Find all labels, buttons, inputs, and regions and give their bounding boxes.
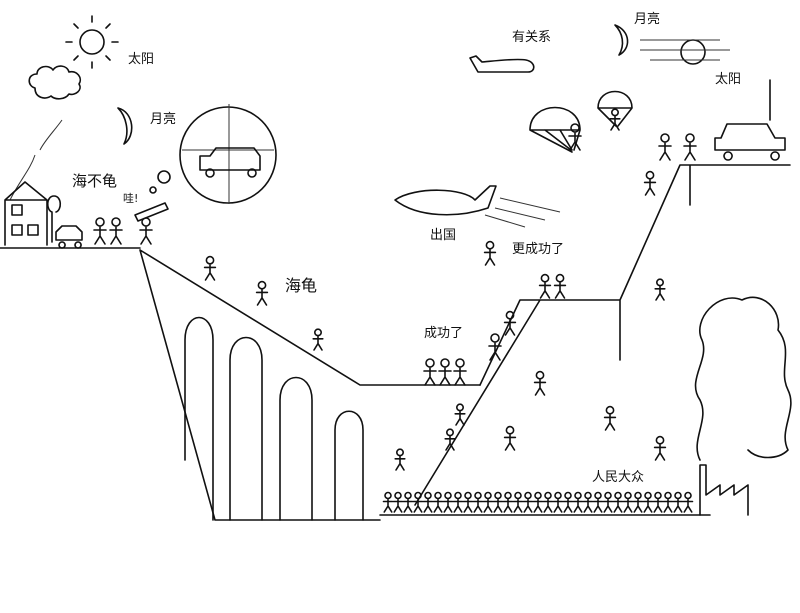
stick-figure <box>402 491 414 513</box>
stick-figure <box>512 491 524 513</box>
stick-figure <box>662 491 674 513</box>
stick-figure <box>453 358 467 386</box>
stick-figure <box>658 133 672 161</box>
stick-figure <box>602 491 614 513</box>
stick-figure <box>392 491 404 513</box>
label-wow: 哇! <box>123 192 139 205</box>
label-sun-right: 太阳 <box>715 72 742 87</box>
stick-figure <box>442 491 454 513</box>
label-sea-turtle: 海龟 <box>285 276 318 295</box>
stick-figure <box>582 491 594 513</box>
stick-figure <box>422 491 434 513</box>
moon-left-icon <box>117 107 133 145</box>
cloud-icon <box>28 65 82 100</box>
stick-figure <box>538 273 552 299</box>
stick-figure <box>533 370 547 396</box>
label-not-sea-turtle: 海不龟 <box>72 172 118 190</box>
smoke <box>9 119 63 201</box>
stick-figure <box>553 273 567 299</box>
stick-figure <box>592 491 604 513</box>
trees <box>694 296 792 461</box>
car-icon <box>714 79 786 161</box>
jet-icon <box>394 185 497 216</box>
moon-right-icon <box>614 24 629 56</box>
stick-figure <box>603 405 617 431</box>
stick-figure <box>109 217 123 245</box>
label-connections: 有关系 <box>512 30 552 45</box>
stick-figure <box>542 491 554 513</box>
house-icon <box>4 181 83 249</box>
stick-figure <box>672 491 684 513</box>
stick-figure <box>472 491 484 513</box>
stick-figure <box>432 491 444 513</box>
stick-figure <box>382 491 394 513</box>
stick-figure <box>643 170 657 196</box>
stick-figure <box>502 491 514 513</box>
stick-figure <box>683 133 697 161</box>
label-more-successful: 更成功了 <box>512 242 565 257</box>
stick-figure <box>488 333 502 361</box>
stick-figure <box>642 491 654 513</box>
stick-figure <box>312 328 324 351</box>
mountain <box>414 164 791 506</box>
stick-figure <box>653 435 667 461</box>
parachute-icon <box>529 90 633 153</box>
airplane-icon <box>469 55 535 73</box>
bridge-arches <box>184 316 364 521</box>
stick-figure <box>203 255 217 281</box>
stick-figure <box>612 491 624 513</box>
stick-figure <box>568 123 582 151</box>
stick-figure <box>622 491 634 513</box>
factory-icon <box>699 464 749 516</box>
stick-figure <box>654 278 666 301</box>
stick-figure <box>609 108 621 131</box>
label-sun-left: 太阳 <box>128 52 155 67</box>
stick-figure <box>139 217 153 245</box>
label-the-masses: 人民大众 <box>592 470 645 485</box>
label-moon-left: 月亮 <box>150 112 177 127</box>
stick-figure <box>255 280 269 306</box>
stick-figure <box>412 491 424 513</box>
stick-figure <box>492 491 504 513</box>
stick-figure <box>394 448 406 471</box>
stick-figure <box>423 358 437 386</box>
stick-figure <box>682 491 694 513</box>
stick-figure <box>522 491 534 513</box>
stick-figure <box>632 491 644 513</box>
sun-right-icon <box>640 39 730 65</box>
sun-left-icon <box>65 15 119 69</box>
stick-figure <box>532 491 544 513</box>
stick-figure <box>572 491 584 513</box>
stick-figure <box>503 310 517 336</box>
stick-figure <box>444 428 456 451</box>
telescope-view-icon <box>134 104 277 222</box>
stick-figure <box>482 491 494 513</box>
stick-figure <box>93 217 107 245</box>
stick-figure <box>438 358 452 386</box>
stick-figure <box>462 491 474 513</box>
stick-figures <box>93 108 697 513</box>
stick-figure <box>562 491 574 513</box>
stick-figure <box>652 491 664 513</box>
stick-figure <box>454 403 466 426</box>
stick-figure <box>503 425 517 451</box>
stick-figure <box>452 491 464 513</box>
label-go-abroad: 出国 <box>430 228 457 243</box>
label-moon-right: 月亮 <box>634 12 661 27</box>
label-successful: 成功了 <box>424 326 464 341</box>
stick-figure <box>552 491 564 513</box>
stick-figure <box>483 240 497 266</box>
